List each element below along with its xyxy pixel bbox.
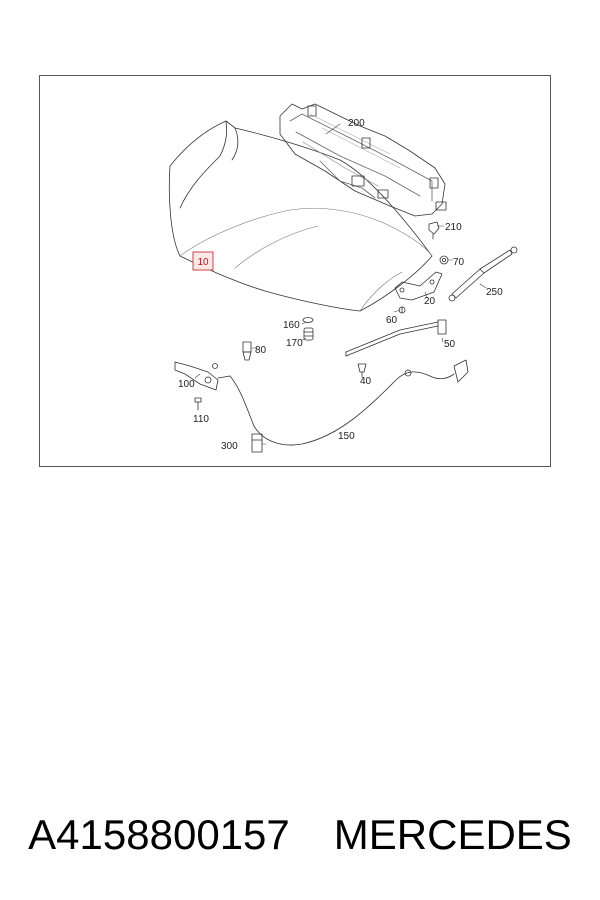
hinge-20 [394, 271, 443, 301]
gas-strut-250 [448, 246, 518, 302]
part-label-10[interactable]: 10 [197, 257, 209, 268]
lock-100 [174, 361, 231, 391]
clip-40 [357, 363, 367, 378]
part-label-150[interactable]: 150 [338, 431, 355, 442]
release-rod-50 [345, 319, 447, 357]
buffer-160-170 [302, 317, 314, 341]
part-label-170[interactable]: 170 [286, 338, 303, 349]
leader-lines [194, 123, 487, 445]
latch-pin-80 [242, 341, 252, 361]
part-label-300[interactable]: 300 [221, 441, 238, 452]
clip-210 [428, 221, 440, 240]
part-label-80[interactable]: 80 [255, 345, 267, 356]
diagram-drawing: 10 200 210 70 250 20 60 160 170 80 50 40… [168, 103, 518, 453]
screw-110 [194, 397, 202, 411]
part-label-70[interactable]: 70 [453, 257, 465, 268]
part-number: A4158800157 [28, 811, 290, 858]
part-label-100[interactable]: 100 [178, 379, 195, 390]
part-label-210[interactable]: 210 [445, 222, 462, 233]
part-label-250[interactable]: 250 [486, 287, 503, 298]
bolt-60 [398, 306, 406, 314]
part-label-110[interactable]: 110 [193, 414, 209, 425]
bowden-cable-150 [229, 359, 469, 446]
hood-panel [168, 120, 433, 312]
nut-70 [439, 255, 449, 265]
inner-panel [279, 103, 447, 217]
parts-diagram: 10 200 210 70 250 20 60 160 170 80 50 40… [39, 75, 551, 467]
part-label-200[interactable]: 200 [348, 118, 365, 129]
part-label-160[interactable]: 160 [283, 320, 300, 331]
highlight-box [192, 251, 214, 271]
brand-name: MERCEDES [333, 811, 572, 858]
part-label-50[interactable]: 50 [444, 339, 456, 350]
bracket-300 [251, 433, 263, 453]
part-caption: A4158800157 MERCEDES [0, 800, 600, 870]
part-label-20[interactable]: 20 [424, 296, 436, 307]
part-label-60[interactable]: 60 [386, 315, 398, 326]
part-labels: 10 200 210 70 250 20 60 160 170 80 50 40… [178, 118, 503, 452]
part-label-40[interactable]: 40 [360, 376, 372, 387]
